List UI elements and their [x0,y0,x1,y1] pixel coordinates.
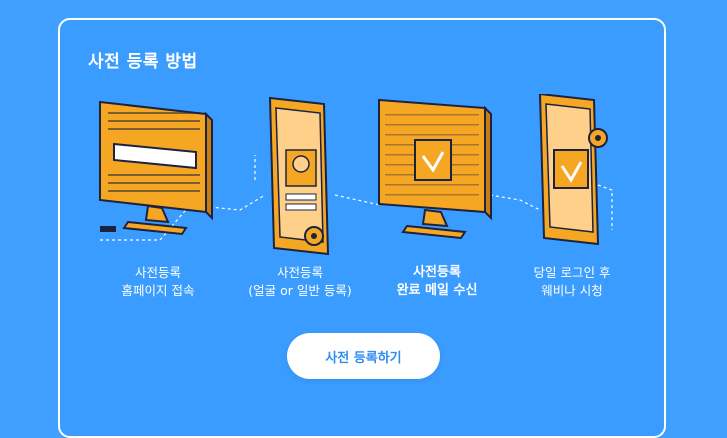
monitor-login-icon [99,100,213,236]
phone-face-registration-icon [268,96,330,256]
page-title: 사전 등록 방법 [88,52,198,72]
step-4: 당일 로그인 후 웨비나 시청 [502,94,642,314]
monitor-mail-check-icon [378,98,492,240]
dashed-connector [100,155,613,241]
step-3: 사전등록 완료 메일 수신 [367,94,507,314]
step-2-line1: 사전등록 [276,265,323,280]
step-2-line2: (얼굴 or 일반 등록) [248,283,352,298]
step-4-line1: 당일 로그인 후 [533,265,611,280]
step-3-line2: 완료 메일 수신 [396,283,478,298]
step-2: 사전등록 (얼굴 or 일반 등록) [230,94,370,314]
step-3-line1: 사전등록 [413,265,461,280]
preregister-button[interactable]: 사전 등록하기 [287,333,440,379]
phone-login-check-icon [538,94,608,246]
step-3-caption: 사전등록 완료 메일 수신 [367,264,507,300]
step-4-line2: 웨비나 시청 [541,283,603,298]
step-1-line1: 사전등록 [134,265,181,280]
step-4-caption: 당일 로그인 후 웨비나 시청 [502,264,642,300]
step-1-line2: 홈페이지 접속 [121,283,195,298]
step-2-caption: 사전등록 (얼굴 or 일반 등록) [230,264,370,300]
step-1-caption: 사전등록 홈페이지 접속 [88,264,228,300]
step-1: 사전등록 홈페이지 접속 [88,94,228,314]
